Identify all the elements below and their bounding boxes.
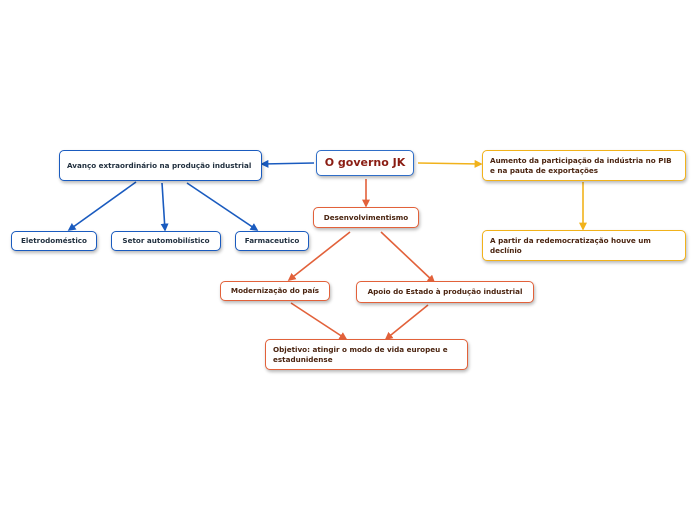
node-redemocratizacao-label: A partir da redemocratização houve um de… (490, 236, 651, 255)
link-desenv-modernizacao (287, 231, 351, 281)
node-objetivo-label: Objetivo: atingir o modo de vida europeu… (273, 345, 448, 364)
link-avanco-eletrodomestico (67, 181, 137, 231)
node-aumento-participacao[interactable]: Aumento da participação da indústria no … (482, 150, 686, 181)
link-root-aumento (417, 159, 483, 168)
node-eletrodomestico[interactable]: Eletrodoméstico (11, 231, 97, 251)
node-objetivo[interactable]: Objetivo: atingir o modo de vida europeu… (265, 339, 468, 370)
node-farmaceutico[interactable]: Farmaceutico (235, 231, 309, 251)
node-setor-automobilistico-label: Setor automobilístico (122, 236, 210, 246)
node-setor-automobilistico[interactable]: Setor automobilístico (111, 231, 221, 251)
node-apoio-estado-label: Apoio do Estado à produção industrial (367, 287, 523, 297)
node-desenvolvimentismo[interactable]: Desenvolvimentismo (313, 207, 419, 228)
link-modernizacao-objetivo (290, 302, 348, 340)
node-modernizacao[interactable]: Modernização do país (220, 281, 330, 301)
link-desenv-apoio (380, 231, 436, 284)
node-avanco-producao-label: Avanço extraordinário na produção indust… (67, 160, 252, 170)
node-aumento-participacao-label: Aumento da participação da indústria no … (490, 156, 672, 175)
node-redemocratizacao[interactable]: A partir da redemocratização houve um de… (482, 230, 686, 261)
link-avanco-automobilistico (160, 182, 169, 232)
node-avanco-producao[interactable]: Avanço extraordinário na produção indust… (59, 150, 262, 181)
node-modernizacao-label: Modernização do país (230, 286, 320, 296)
node-farmaceutico-label: Farmaceutico (244, 236, 300, 246)
link-root-avanco (260, 159, 315, 168)
root-node[interactable]: O governo JK (316, 150, 414, 176)
node-apoio-estado[interactable]: Apoio do Estado à produção industrial (356, 281, 534, 303)
node-desenvolvimentismo-label: Desenvolvimentismo (323, 212, 409, 222)
root-node-label: O governo JK (324, 156, 406, 170)
node-eletrodomestico-label: Eletrodoméstico (21, 236, 87, 246)
link-apoio-objetivo (384, 304, 429, 341)
link-avanco-farmaceutico (186, 182, 259, 231)
